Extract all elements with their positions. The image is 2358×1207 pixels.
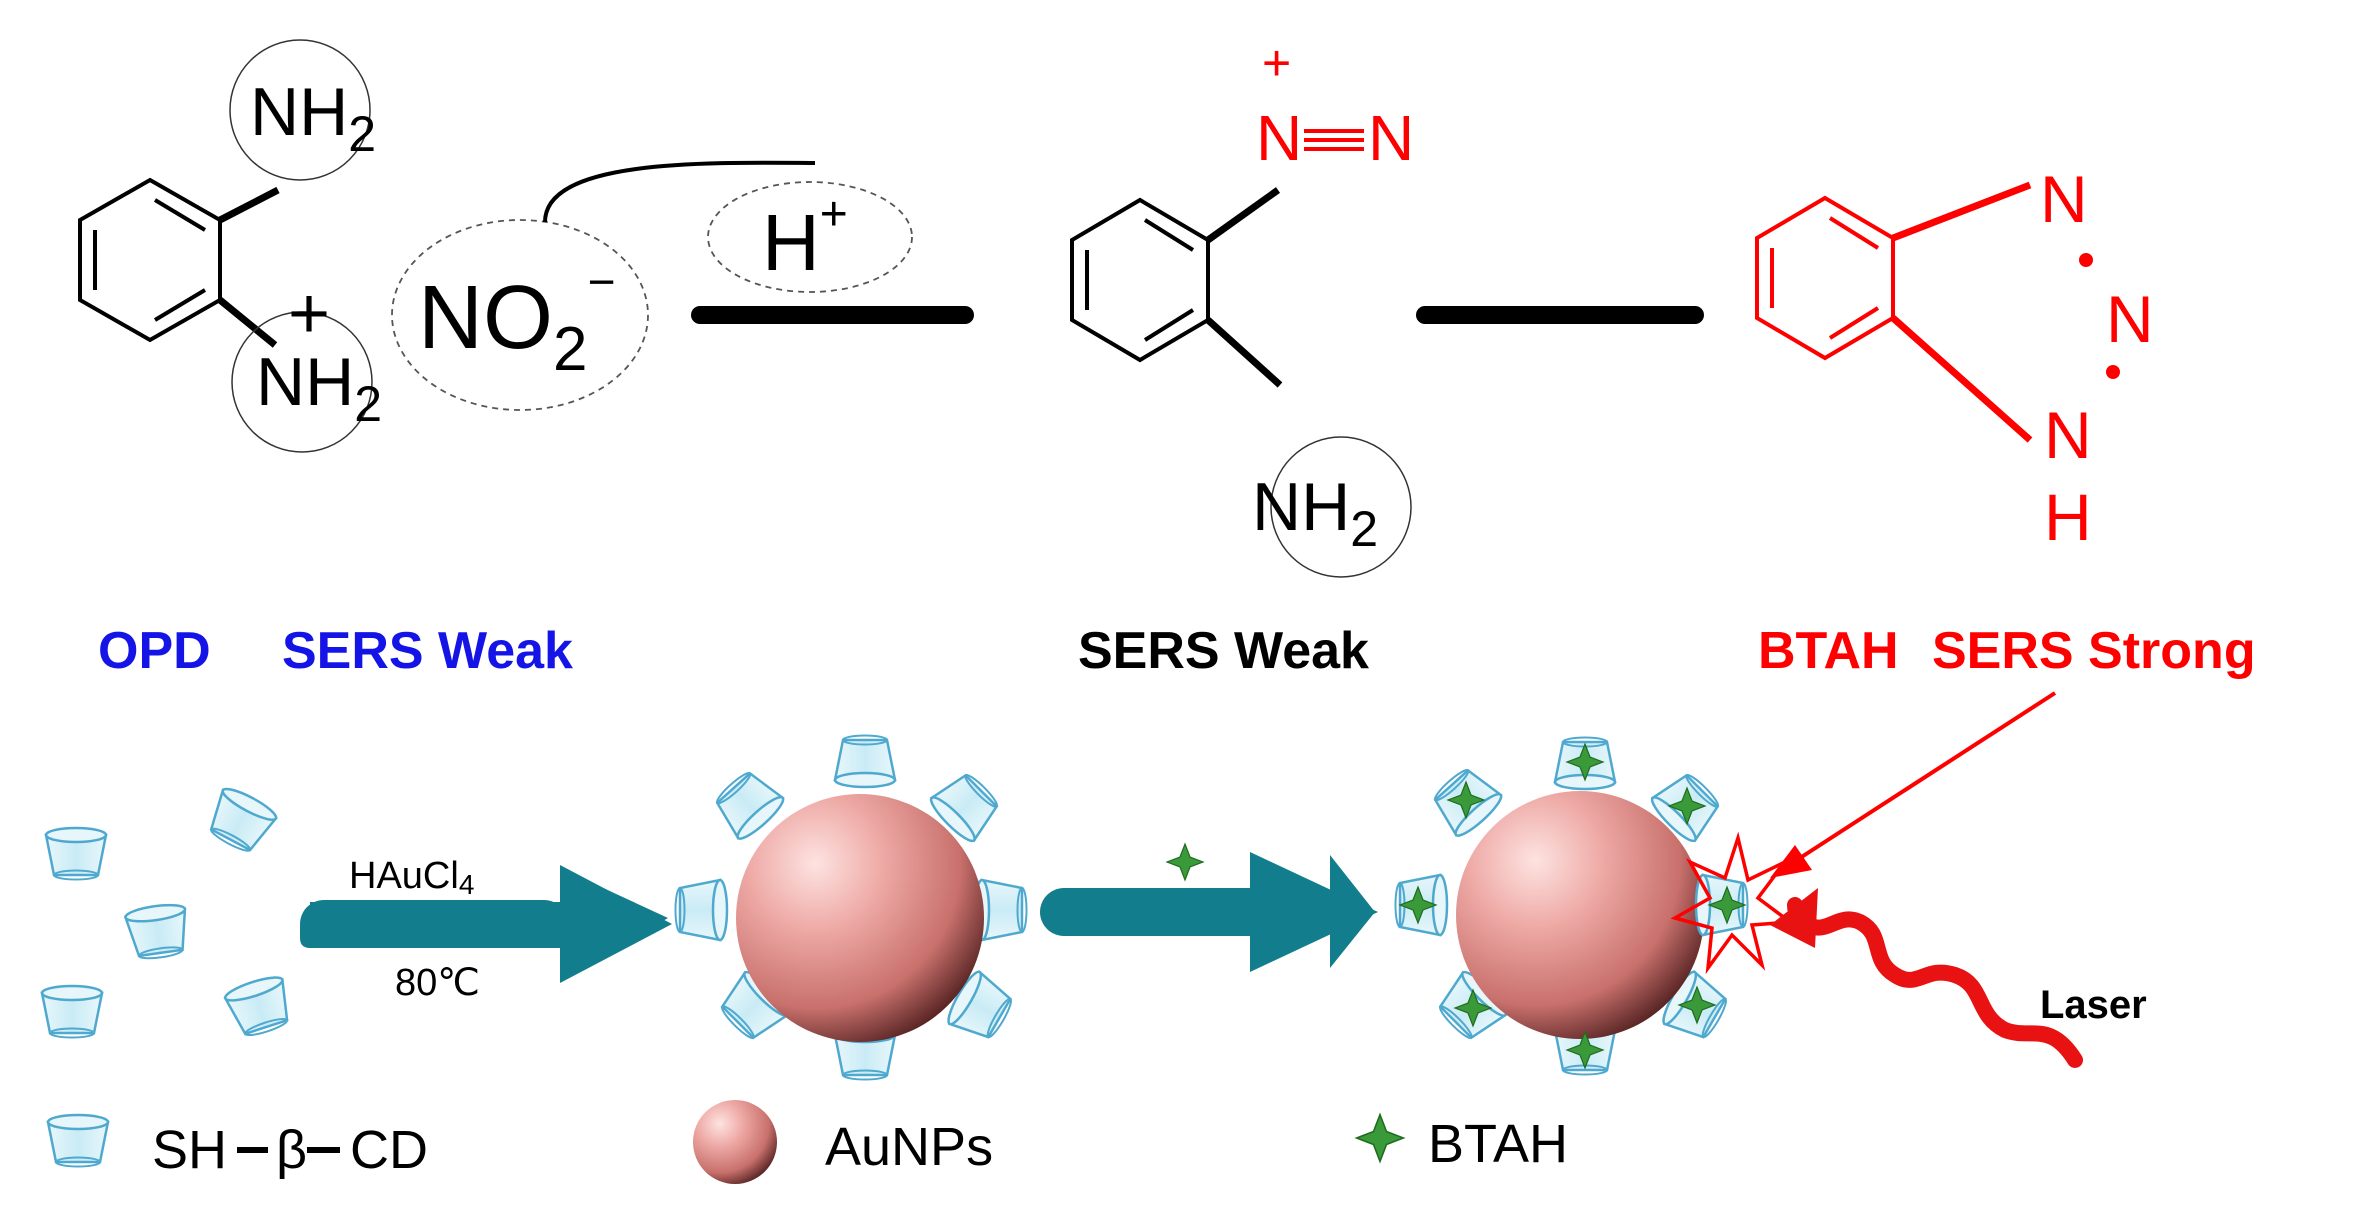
intermediate-amine-label: NH2 <box>1252 469 1378 557</box>
btah-pointer-line <box>1798 691 2057 860</box>
shell-cd-cup <box>674 878 729 942</box>
free-cd-cup <box>200 782 281 859</box>
laser-label: Laser <box>2040 983 2147 1027</box>
plus-sign: + <box>288 274 330 354</box>
btah-loaded-aunp <box>1394 736 1749 1076</box>
laser-arrowhead <box>1770 888 1818 948</box>
synthesis-arrowhead <box>560 865 672 983</box>
opd-amine-top-circle <box>229 39 371 181</box>
btah-h-label: H <box>2044 480 2092 554</box>
opd-amine-top-label: NH2 <box>250 74 376 162</box>
btah-reagent-star <box>1166 843 1204 881</box>
cd-capped-aunp <box>674 734 1028 1081</box>
btah-sers-label: SERS Strong <box>1932 622 2256 680</box>
nitrite-dashed-ellipse <box>391 219 649 411</box>
intermediate-sers-label: SERS Weak <box>1078 622 1369 680</box>
opd-amine-bottom-label: NH2 <box>256 344 382 432</box>
opd-sers-label: SERS Weak <box>282 622 573 680</box>
synthesis-arrow-shaft <box>300 900 568 948</box>
aunp-sphere <box>736 794 984 1042</box>
btah-lone-pair-dot-2 <box>2106 365 2120 379</box>
intermediate-structure <box>1070 187 1283 388</box>
intermediate-amine-circle <box>1270 436 1412 578</box>
legend: SH β CD AuNPs BTAH <box>46 1100 1568 1184</box>
diazo-charge-label: + <box>1262 35 1291 91</box>
free-cd-cup <box>221 971 298 1042</box>
acid-dashed-ellipse <box>707 181 913 293</box>
diazo-n2-label: N <box>1368 102 1414 174</box>
btah-lone-pair-dot-1 <box>2079 253 2093 267</box>
opd-name-label: OPD <box>98 622 211 680</box>
intermediate-benzene-ring <box>1070 197 1210 363</box>
nitrite-acid-link <box>543 160 816 223</box>
btah-name-label: BTAH <box>1758 622 1899 680</box>
btah-n2-label: N <box>2106 282 2154 356</box>
opd-structure <box>78 177 280 348</box>
sers-hotspot-burst <box>1670 831 1795 975</box>
shell-cd-cup <box>833 734 897 789</box>
diazonium-group: N + N <box>1256 35 1414 174</box>
loaded-aunp-sphere <box>1456 791 1704 1039</box>
legend-cd-label-mid: β <box>276 1120 307 1180</box>
laser-beam <box>1787 897 2083 1068</box>
free-cd-cup <box>44 826 108 881</box>
legend-aunp-label: AuNPs <box>825 1117 993 1177</box>
btah-structure <box>1755 181 2033 443</box>
legend-btah-icon <box>1355 1113 1405 1163</box>
legend-cd-label-end: CD <box>350 1120 428 1180</box>
temperature-label: 80℃ <box>395 962 480 1004</box>
reagent-label: HAuCl4 <box>349 855 474 900</box>
acid-label: H+ <box>762 188 848 287</box>
legend-aunp-icon <box>693 1100 777 1184</box>
opd-amine-bottom-circle <box>231 311 373 453</box>
diazo-n1-label: N <box>1256 102 1302 174</box>
legend-cd-label-start: SH <box>152 1120 227 1180</box>
btah-benzene-ring <box>1755 195 1895 361</box>
free-cd-cup <box>40 984 104 1039</box>
legend-btah-label: BTAH <box>1428 1114 1568 1174</box>
free-cd-cup <box>123 900 193 963</box>
opd-benzene-ring <box>78 177 222 343</box>
legend-cd-icon <box>46 1113 110 1168</box>
free-cd-cluster <box>40 782 298 1042</box>
btah-n1-label: N <box>2040 162 2088 236</box>
nitrite-label: NO2− <box>418 256 616 384</box>
btah-n3-label: N <box>2044 398 2092 472</box>
